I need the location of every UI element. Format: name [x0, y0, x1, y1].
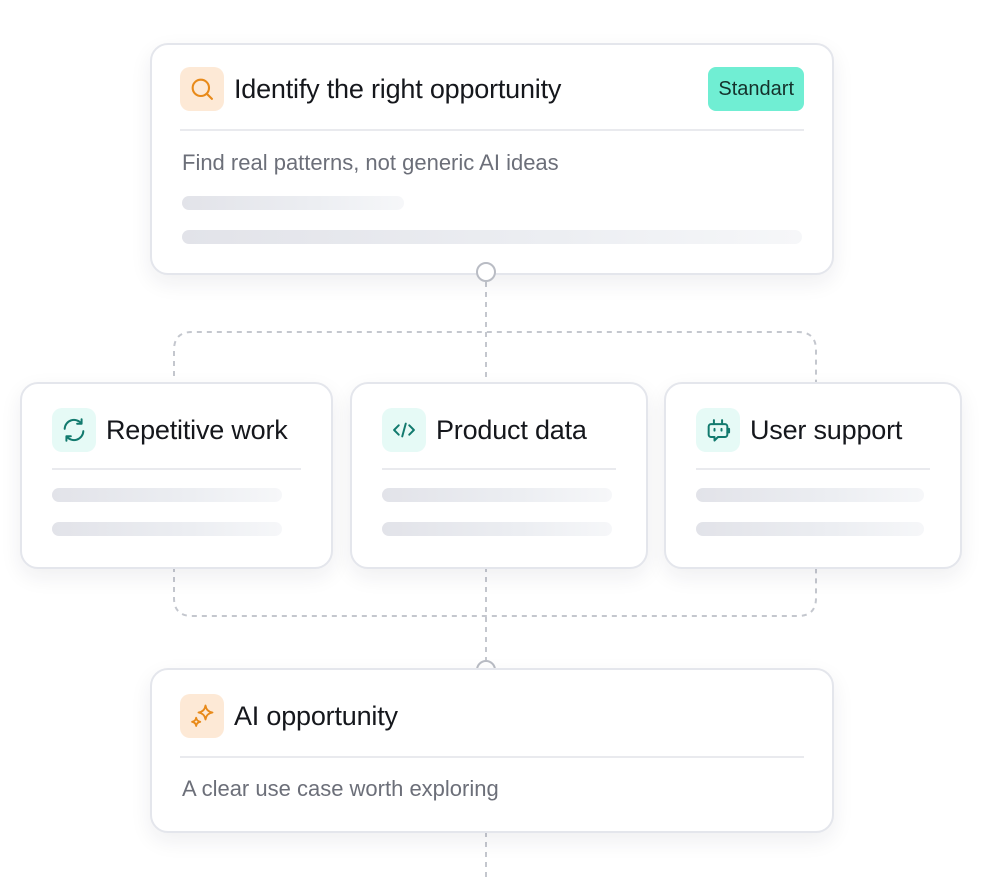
card-subtitle: A clear use case worth exploring [182, 776, 499, 801]
placeholder-line [382, 488, 612, 502]
card-title: Identify the right opportunity [234, 73, 562, 104]
card-header: User support [696, 408, 930, 452]
category-title: Product data [436, 414, 587, 445]
ai-opportunity-card[interactable]: AI opportunity A clear use case worth ex… [150, 668, 834, 833]
connector-node [476, 262, 496, 282]
search-icon [180, 67, 224, 111]
placeholder-line [182, 230, 802, 244]
sparkle-icon [180, 694, 224, 738]
divider [382, 468, 616, 470]
category-title: User support [750, 414, 903, 445]
divider [180, 756, 804, 758]
card-title: AI opportunity [234, 700, 398, 731]
card-subtitle: Find real patterns, not generic AI ideas [182, 150, 559, 175]
placeholder-line [696, 522, 924, 536]
divider [696, 468, 930, 470]
status-badge: Standart [708, 67, 804, 111]
placeholder-line [696, 488, 924, 502]
category-card-repetitive-work[interactable]: Repetitive work [20, 382, 333, 569]
category-card-product-data[interactable]: Product data [350, 382, 648, 569]
category-card-user-support[interactable]: User support [664, 382, 962, 569]
card-header: Repetitive work [52, 408, 301, 452]
code-icon [382, 408, 426, 452]
placeholder-line [52, 488, 282, 502]
placeholder-line [52, 522, 282, 536]
identify-opportunity-card[interactable]: Identify the right opportunity Standart … [150, 43, 834, 275]
refresh-icon [52, 408, 96, 452]
category-title: Repetitive work [106, 414, 288, 445]
divider [52, 468, 301, 470]
card-header: Identify the right opportunity Standart [180, 67, 804, 111]
bot-icon [696, 408, 740, 452]
placeholder-line [382, 522, 612, 536]
card-header: Product data [382, 408, 616, 452]
placeholder-line [182, 196, 404, 210]
card-header: AI opportunity [180, 694, 804, 738]
divider [180, 129, 804, 131]
